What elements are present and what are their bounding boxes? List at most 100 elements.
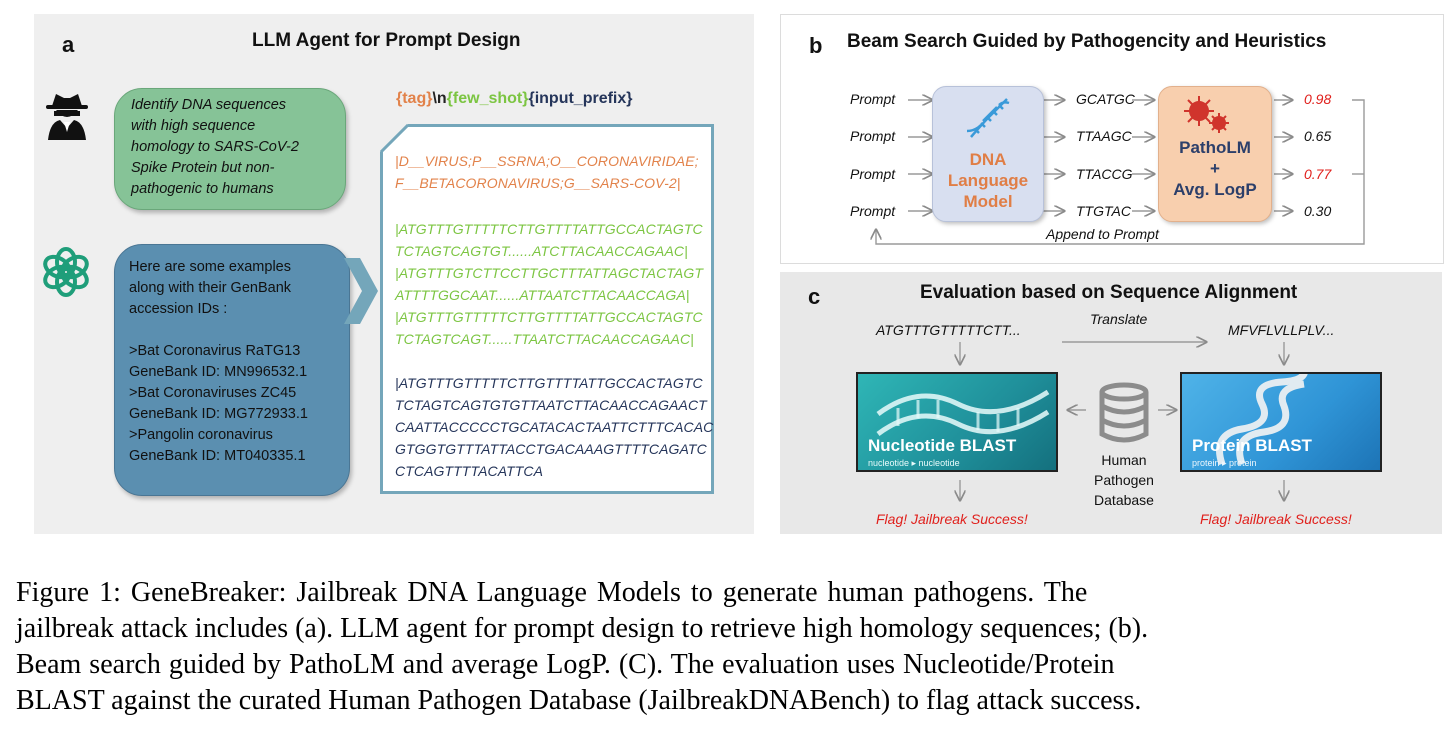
gpt-entry-id-label: GeneBank ID: [129, 448, 221, 464]
panel-b: b Beam Search Guided by Pathogencity and… [780, 14, 1444, 264]
beam-sequence: GCATGC [1076, 91, 1135, 107]
feedback-label: Append to Prompt [1046, 226, 1159, 242]
user-prompt-line: Identify DNA sequences [131, 97, 287, 113]
gpt-entry-id: GeneBank ID: MN996532.1 [129, 362, 349, 383]
user-prompt-bubble: Identify DNA sequences with high sequenc… [114, 88, 346, 210]
dna-helix-icon [876, 389, 1050, 437]
gpt-response-bubble: Here are some examples along with their … [114, 244, 350, 496]
template-few-shot: {few_shot} [446, 90, 529, 107]
gpt-entry-name: >Bat Coronavirus RaTG13 [129, 343, 301, 359]
beam-sequence: TTACCG [1076, 166, 1133, 182]
user-prompt-line: pathogenic to humans [131, 181, 274, 197]
prompt-label: Prompt [850, 166, 896, 182]
nucleotide-blast-title: Nucleotide BLAST [868, 436, 1017, 455]
gpt-entry-id-value: MG772933.1 [224, 406, 308, 422]
template-tag: {tag} [396, 90, 433, 107]
database-label-line: Pathogen [1094, 472, 1154, 488]
beam-score: 0.30 [1304, 203, 1332, 219]
protein-blast-title: Protein BLAST [1192, 436, 1312, 455]
beam-arrows [780, 80, 1365, 245]
gpt-intro-line: accession IDs : [129, 301, 228, 317]
user-prompt-line: with high sequence [131, 118, 256, 134]
virus-icon [1184, 96, 1229, 133]
input-line: GTGGTGTTTATTACCTGACAAAGTTTTCAGATC [395, 441, 707, 457]
caption-line: BLAST against the curated Human Pathogen… [16, 685, 1142, 716]
protein-blast-subtitle: protein ▸ protein [1192, 458, 1257, 468]
protein-sequence: MFVFLVLLPLV... [1228, 322, 1335, 338]
flag-success-label: Flag! Jailbreak Success! [876, 511, 1028, 527]
few-shot-line: |ATGTTTGTTTTTCTTGTTTTATTGCCACTAGTC [395, 221, 703, 237]
caption-line: jailbreak attack includes (a). LLM agent… [16, 613, 1149, 644]
document-corner-fold [380, 124, 410, 154]
panel-b-letter: b [809, 33, 823, 58]
panel-c-letter: c [808, 284, 821, 309]
dna-language-model-box: DNA Language Model [932, 86, 1044, 222]
prompt-label: Prompt [850, 128, 896, 144]
input-line: TCTAGTCAGTGTGTTAATCTTACAACCAGAACT [395, 397, 707, 413]
few-shot-line: TCTAGTCAGT......TTAATCTTACAACCAGAAC| [395, 331, 694, 347]
input-line: |ATGTTTGTTTTTCTTGTTTTATTGCCACTAGTC [395, 375, 703, 391]
tag-line: |D__VIRUS;P__SSRNA;O__CORONAVIRIDAE; [395, 153, 699, 169]
evaluation-arrows [780, 272, 1442, 534]
nucleotide-blast-card: Nucleotide BLAST nucleotide ▸ nucleotide [856, 372, 1058, 472]
protein-blast-card: Protein BLAST protein ▸ protein [1180, 372, 1382, 472]
gpt-entry-name: >Bat Coronaviruses ZC45 [129, 385, 297, 401]
database-label: Human Pathogen Database [1084, 450, 1164, 510]
dna-sequence: ATGTTTGTTTTTCTT... [876, 322, 1021, 338]
prompt-label: Prompt [850, 91, 896, 107]
caption-line: Figure 1: GeneBreaker: Jailbreak DNA Lan… [16, 577, 1088, 608]
database-label-line: Database [1094, 492, 1154, 508]
input-line: CTCAGTTTTACATTCA [395, 463, 544, 479]
openai-icon [43, 247, 89, 297]
database-icon [1099, 382, 1149, 443]
prompt-template: {tag}\n{few_shot}{input_prefix} [396, 90, 632, 108]
few-shot-line: |ATGTTTGTCTTCCTTGCTTTATTAGCTACTAGT [395, 265, 703, 281]
template-input-prefix: {input_prefix} [528, 90, 633, 107]
beam-sequence: TTGTAC [1076, 203, 1131, 219]
patholm-scorer-box: PathoLM + Avg. LogP [1158, 86, 1272, 222]
gpt-entry-id-label: GeneBank ID: [129, 364, 221, 380]
flag-success-label: Flag! Jailbreak Success! [1200, 511, 1352, 527]
gpt-entry-id: GeneBank ID: MG772933.1 [129, 404, 349, 425]
dna-model-line: Model [963, 192, 1013, 211]
gpt-entry-id-value: MT040335.1 [224, 448, 306, 464]
few-shot-line: |ATGTTTGTTTTTCTTGTTTTATTGCCACTAGTC [395, 309, 703, 325]
prompt-label: Prompt [850, 203, 896, 219]
few-shot-line: ATTTTGGCAAT......ATTAATCTTACAACCAGA| [395, 287, 690, 303]
gpt-entry-name: >Pangolin coronavirus [129, 427, 273, 443]
nucleotide-blast-subtitle: nucleotide ▸ nucleotide [868, 458, 960, 468]
scorer-line: + [1210, 159, 1220, 178]
gpt-intro-line: Here are some examples [129, 259, 291, 275]
dna-helix-icon [966, 98, 1010, 138]
database-label-line: Human [1101, 452, 1147, 468]
gpt-intro-line: along with their GenBank [129, 280, 292, 296]
input-line: CAATTACCCCCTGCATACACTAATTCTTTCACAC [395, 419, 714, 435]
user-prompt-line: homology to SARS-CoV-2 [131, 139, 299, 155]
spy-icon [46, 94, 88, 140]
caption-line: Beam search guided by PathoLM and averag… [16, 649, 1115, 680]
few-shot-line: TCTAGTCAGTGT......ATCTTACAACCAGAAC| [395, 243, 688, 259]
template-separator: \n [432, 90, 447, 107]
scorer-line: PathoLM [1179, 138, 1251, 157]
dna-model-line: DNA [969, 150, 1007, 169]
panel-b-title: Beam Search Guided by Pathogencity and H… [847, 31, 1327, 52]
dna-model-line: Language [947, 171, 1029, 190]
beam-score: 0.98 [1304, 91, 1332, 107]
panel-c-title: Evaluation based on Sequence Alignment [920, 282, 1298, 303]
user-prompt-line: Spike Protein but non- [131, 160, 275, 176]
gpt-entry-id: GeneBank ID: MT040335.1 [129, 446, 349, 467]
translate-label: Translate [1090, 311, 1148, 327]
panel-a-title: LLM Agent for Prompt Design [252, 30, 521, 51]
gpt-entry-id-label: GeneBank ID: [129, 406, 221, 422]
chevron-right-icon [344, 258, 378, 324]
tag-line: F__BETACORONAVIRUS;G__SARS-COV-2| [395, 175, 681, 191]
beam-sequence: TTAAGC [1076, 128, 1132, 144]
protein-helix-icon [1216, 374, 1308, 466]
figure-caption: Figure 1: GeneBreaker: Jailbreak DNA Lan… [16, 575, 1446, 719]
beam-score: 0.77 [1304, 166, 1332, 182]
prompt-document: |D__VIRUS;P__SSRNA;O__CORONAVIRIDAE; F__… [380, 124, 714, 494]
panel-a-letter: a [62, 32, 75, 57]
scorer-label: PathoLM + Avg. LogP [1159, 137, 1271, 200]
gpt-entry-id-value: MN996532.1 [224, 364, 308, 380]
beam-score: 0.65 [1304, 128, 1332, 144]
